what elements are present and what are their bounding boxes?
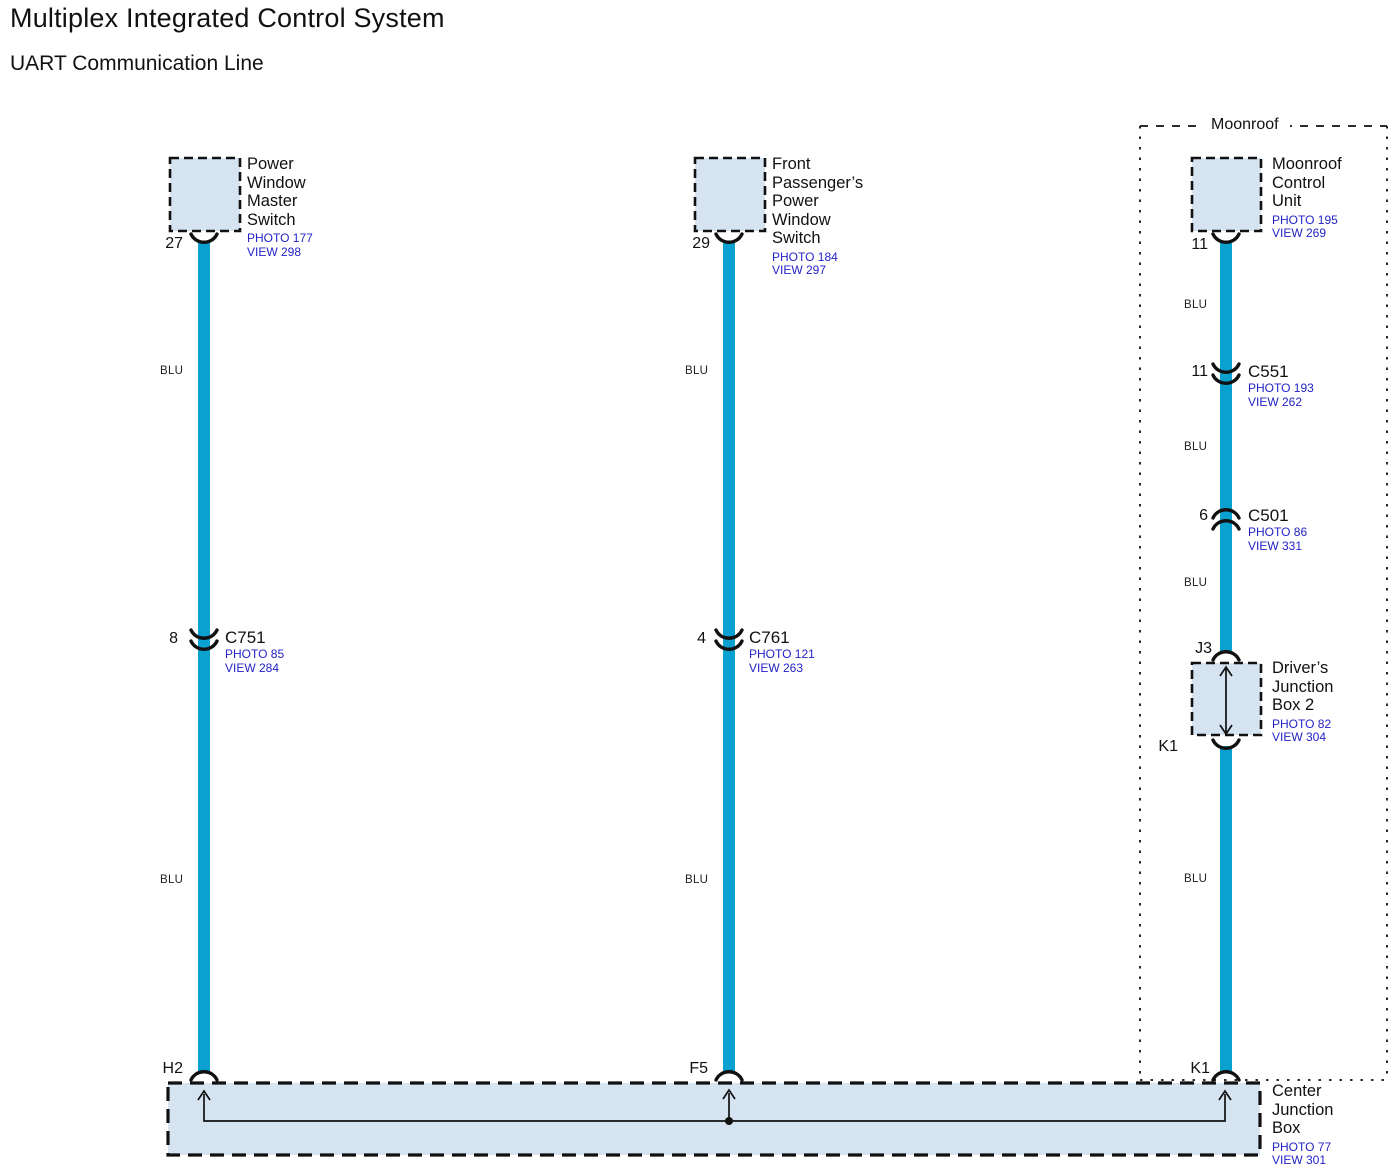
component-label: Driver’s Junction Box 2 — [1272, 659, 1334, 714]
center-junction-box-labels: Center Junction Box PHOTO 77 VIEW 301 — [1272, 1082, 1333, 1168]
connector-c501-labels: C501 PHOTO 86 VIEW 331 — [1248, 506, 1307, 553]
connector-c761-labels: C761 PHOTO 121 VIEW 263 — [749, 628, 815, 675]
connector-name: C501 — [1248, 506, 1289, 525]
view-ref-link[interactable]: VIEW 331 — [1248, 538, 1303, 553]
djb2-arrow-down — [1219, 724, 1233, 736]
photo-ref-link[interactable]: PHOTO 177 — [247, 231, 313, 245]
cjb-junction-dot — [725, 1117, 733, 1125]
pin-label-11-c551: 11 — [1191, 363, 1208, 380]
photo-ref-link[interactable]: PHOTO 82 — [1272, 716, 1332, 731]
pin-label-k1-cjb: K1 — [1190, 1060, 1210, 1077]
wire-color-label: BLU — [1184, 873, 1208, 885]
view-ref-link[interactable]: VIEW 304 — [1272, 730, 1327, 744]
pin-j3-terminal-symbol — [1211, 650, 1241, 662]
cjb-arrow-h2 — [197, 1089, 211, 1101]
pin-label-f5: F5 — [689, 1060, 708, 1077]
view-ref-link[interactable]: VIEW 269 — [1272, 226, 1327, 240]
view-ref-link[interactable]: VIEW 297 — [772, 263, 827, 277]
wire-color-label: BLU — [1184, 299, 1208, 311]
photo-ref-link[interactable]: PHOTO 184 — [772, 249, 838, 264]
component-label: Front Passenger’s Power Window Switch — [772, 155, 864, 247]
pin-label-k1-djb2: K1 — [1158, 738, 1178, 755]
connector-c551-labels: C551 PHOTO 193 VIEW 262 — [1248, 362, 1314, 409]
view-ref-link[interactable]: VIEW 263 — [749, 660, 804, 675]
connector-c761-symbol — [714, 628, 744, 651]
pin-k1-terminal-symbol — [1211, 738, 1241, 750]
wire-color-label: BLU — [685, 365, 709, 377]
power-window-master-switch-box — [168, 156, 242, 233]
pin-label-8: 8 — [169, 630, 178, 647]
connector-c751-symbol — [189, 628, 219, 651]
cjb-arrow-k1 — [1218, 1089, 1232, 1101]
photo-ref-link[interactable]: PHOTO 86 — [1248, 525, 1308, 539]
pin-label-29: 29 — [692, 235, 710, 252]
connector-c751-labels: C751 PHOTO 85 VIEW 284 — [225, 628, 284, 675]
connector-c551-symbol — [1211, 362, 1241, 385]
pin-label-4: 4 — [697, 630, 706, 647]
power-window-master-switch-labels: Power Window Master Switch PHOTO 177 VIE… — [247, 155, 313, 259]
pin-label-27: 27 — [165, 235, 183, 252]
pin-label-h2: H2 — [162, 1060, 183, 1077]
moonroof-group-label: Moonroof — [1200, 116, 1290, 134]
photo-ref-link[interactable]: PHOTO 85 — [225, 647, 285, 661]
view-ref-link[interactable]: VIEW 298 — [247, 244, 302, 259]
pin-29-terminal-symbol — [714, 232, 744, 244]
wire-color-label: BLU — [1184, 441, 1208, 453]
component-label: Center Junction Box — [1272, 1082, 1334, 1137]
pin-27-terminal-symbol — [189, 232, 219, 244]
pin-label-j3: J3 — [1195, 640, 1212, 657]
wire-color-label: BLU — [160, 874, 184, 886]
pin-k1-bottom-terminal-symbol — [1211, 1070, 1241, 1082]
center-junction-box — [166, 1081, 1262, 1157]
component-label: Power Window Master Switch — [247, 155, 306, 229]
drivers-junction-box-2-labels: Driver’s Junction Box 2 PHOTO 82 VIEW 30… — [1272, 659, 1333, 745]
view-ref-link[interactable]: VIEW 301 — [1272, 1153, 1327, 1167]
connector-name: C751 — [225, 628, 266, 647]
moonroof-control-unit-labels: Moonroof Control Unit PHOTO 195 VIEW 269 — [1272, 155, 1342, 241]
djb2-arrow-up — [1219, 665, 1233, 677]
cjb-internal-bus — [203, 1094, 1226, 1122]
wire-color-label: BLU — [1184, 577, 1208, 589]
view-ref-link[interactable]: VIEW 262 — [1248, 394, 1303, 409]
photo-ref-link[interactable]: PHOTO 77 — [1272, 1139, 1332, 1154]
connector-name: C551 — [1248, 362, 1289, 381]
pin-label-6: 6 — [1199, 507, 1208, 524]
wire-color-label: BLU — [160, 365, 184, 377]
pin-11-terminal-symbol — [1211, 232, 1241, 244]
component-label: Moonroof Control Unit — [1272, 155, 1342, 210]
page-title: Multiplex Integrated Control System — [10, 3, 445, 33]
connector-c501-symbol — [1211, 508, 1241, 531]
pin-label-11-top: 11 — [1191, 236, 1208, 253]
cjb-arrow-f5 — [722, 1088, 736, 1100]
connector-name: C761 — [749, 628, 790, 647]
photo-ref-link[interactable]: PHOTO 193 — [1248, 381, 1314, 395]
photo-ref-link[interactable]: PHOTO 195 — [1272, 212, 1338, 227]
moonroof-control-unit-box — [1190, 156, 1263, 233]
front-passenger-power-window-switch-labels: Front Passenger’s Power Window Switch PH… — [772, 155, 863, 278]
photo-ref-link[interactable]: PHOTO 121 — [749, 647, 815, 661]
pin-h2-terminal-symbol — [189, 1070, 219, 1082]
page-subtitle: UART Communication Line — [10, 52, 264, 75]
wire-color-label: BLU — [685, 874, 709, 886]
front-passenger-power-window-switch-box — [693, 156, 767, 233]
pin-f5-terminal-symbol — [714, 1070, 744, 1082]
view-ref-link[interactable]: VIEW 284 — [225, 660, 280, 675]
